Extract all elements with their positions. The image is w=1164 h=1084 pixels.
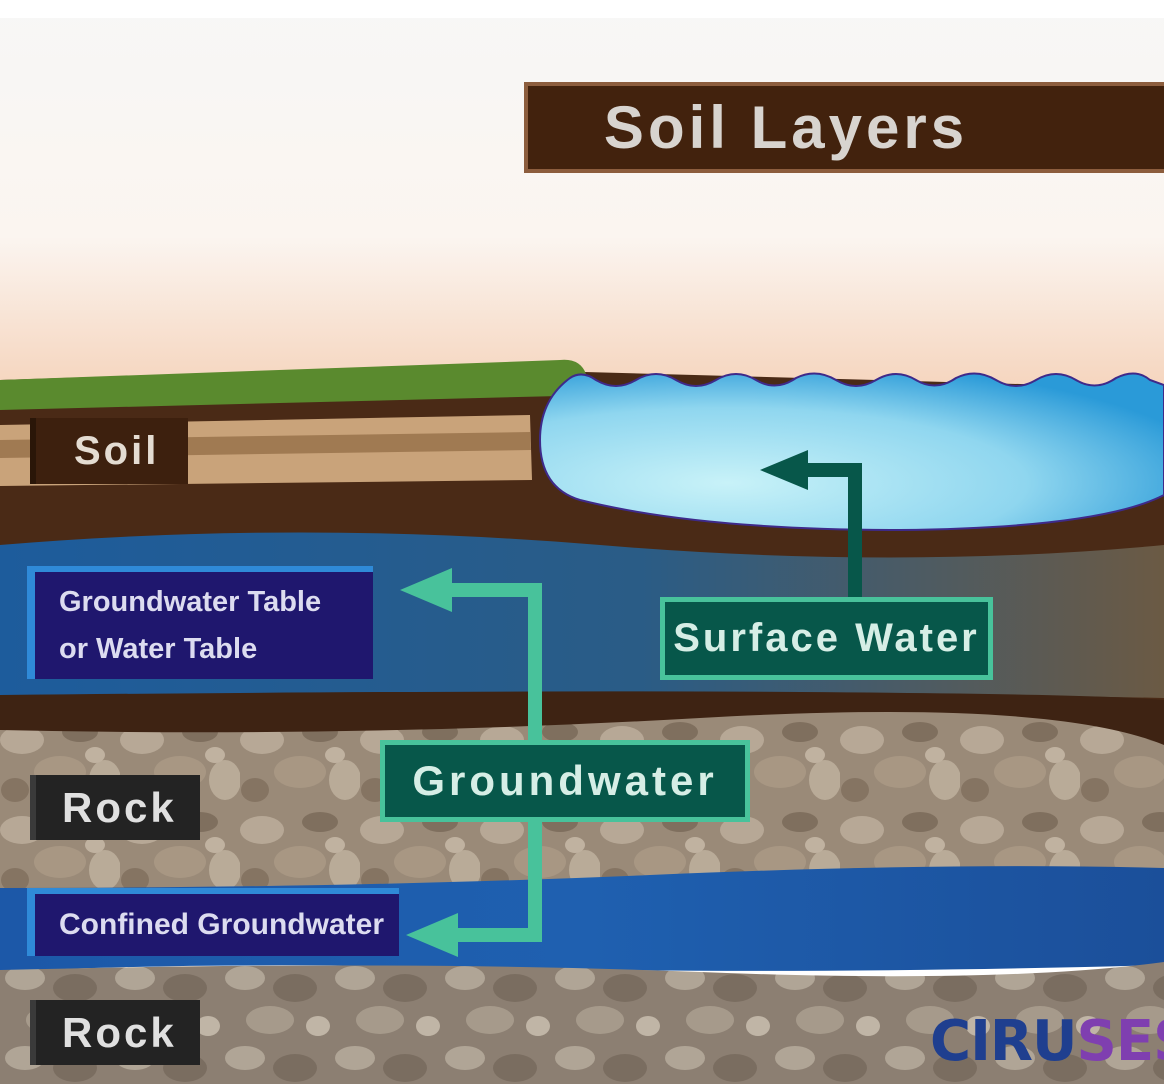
top-margin (0, 0, 1164, 18)
rock-upper-text: Rock (62, 783, 177, 831)
rock-layer-lower (0, 962, 1164, 1084)
surface-water-text: Surface Water (673, 616, 980, 660)
groundwater-to-confined-arrow-line (455, 822, 542, 942)
page-title: Soil Layers (603, 94, 969, 161)
confined-groundwater-label: Confined Groundwater (27, 888, 399, 956)
groundwater-table-line2: or Water Table (59, 632, 258, 665)
groundwater-label: Groundwater (380, 740, 750, 822)
logo-part1: CIRU (930, 1009, 1078, 1074)
rock-lower-text: Rock (62, 1008, 177, 1056)
groundwater-table-label: Groundwater Table or Water Table (27, 566, 373, 679)
groundwater-to-table-arrowhead (400, 568, 452, 612)
grass-strip (0, 359, 586, 410)
sky (0, 0, 1164, 430)
groundwater-to-confined-arrowhead (406, 913, 458, 957)
rock-label-upper: Rock (30, 775, 200, 840)
surface-water-arrowhead (760, 450, 808, 490)
soil-label-text: Soil (74, 428, 160, 473)
logo-part2: SES (1076, 1009, 1164, 1074)
rock-label-lower: Rock (30, 1000, 200, 1065)
cirusses-logo: CIRUSES (930, 1010, 1164, 1074)
confined-groundwater-text: Confined Groundwater (59, 908, 384, 941)
groundwater-table-line1: Groundwater Table (59, 585, 322, 618)
surface-water-lake (538, 372, 1164, 532)
groundwater-text: Groundwater (412, 757, 718, 804)
title-banner: Soil Layers (524, 82, 1164, 173)
groundwater-to-table-arrow-line (450, 583, 542, 740)
surface-water-arrow-line (808, 463, 862, 597)
soil-label: Soil (30, 418, 188, 484)
surface-water-label: Surface Water (660, 597, 993, 680)
